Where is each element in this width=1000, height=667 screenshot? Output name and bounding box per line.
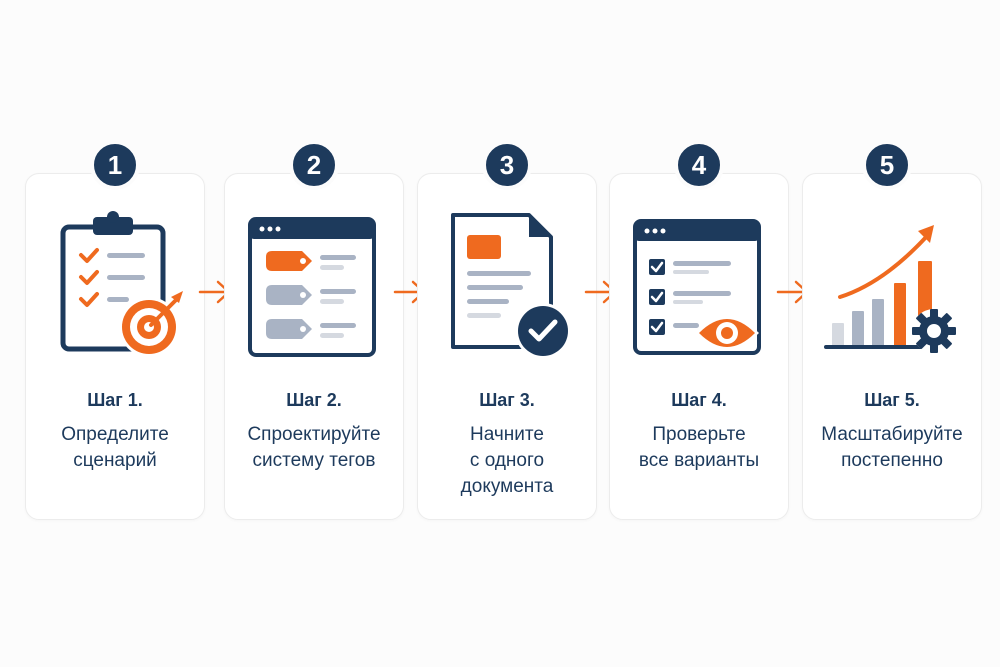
step-title: Шаг 2. — [286, 390, 342, 410]
step-number-badge: 3 — [482, 140, 532, 190]
step-title: Шаг 1. — [87, 390, 143, 410]
step-number-badge: 5 — [862, 140, 912, 190]
clipboard-target-icon — [45, 205, 185, 365]
step-description: Определите сценарий — [61, 424, 169, 471]
checklist-eye-icon — [629, 205, 769, 365]
step-description: Проверьте все варианты — [638, 424, 760, 471]
step-number-badge: 2 — [289, 140, 339, 190]
browser-tags-icon — [244, 205, 384, 365]
growth-chart-gear-icon — [822, 205, 962, 365]
step-title: Шаг 4. — [671, 390, 727, 410]
step-title: Шаг 5. — [864, 390, 920, 410]
step-description: Начните с одного документа — [460, 424, 554, 497]
step-number-badge: 1 — [90, 140, 140, 190]
step-title: Шаг 3. — [479, 390, 535, 410]
step-description: Масштабируйте постепенно — [821, 424, 963, 471]
step-description: Спроектируйте систему тегов — [247, 424, 381, 471]
step-number-badge: 4 — [674, 140, 724, 190]
document-check-icon — [437, 205, 577, 365]
